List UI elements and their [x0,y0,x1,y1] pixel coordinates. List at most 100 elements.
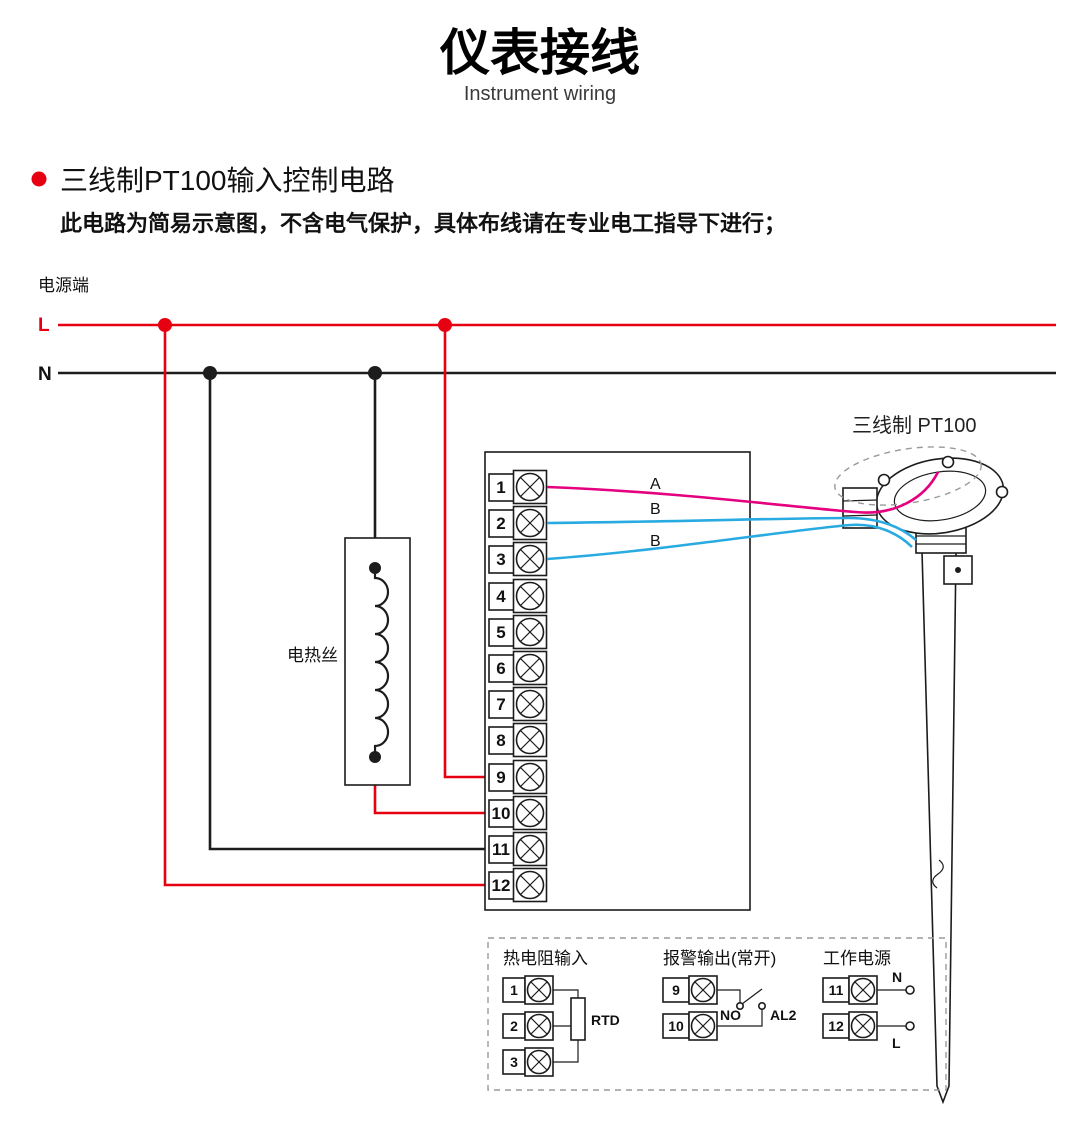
terminal-number: 1 [496,478,505,497]
terminal-row-12: 12 [488,867,548,903]
line-n-label: N [38,364,52,385]
terminal-number: 10 [668,1018,684,1034]
terminal-number: 1 [510,982,518,998]
terminal-row-2: 2 [488,505,548,541]
alarm-contact [757,1001,766,1010]
wire-l-to-terminal12 [163,325,530,887]
terminal-number: 11 [492,840,510,859]
wire-n-to-terminal11 [208,373,530,851]
sensor-cap-screw [877,473,891,487]
alarm-no-label: NO [720,1007,741,1023]
terminal-screw-icon [512,686,548,722]
terminal-screw-icon [848,975,878,1005]
legend-rtd-terminal-3: 3 [502,1047,554,1077]
terminal-number: 5 [496,623,505,642]
sensor-probe [921,550,957,1105]
terminal-number-box [822,977,850,1003]
terminal-row-4: 4 [488,578,548,614]
terminal-screw-icon [524,1047,554,1077]
terminal-screw-icon [512,795,548,831]
legend-rtd-terminal-2: 2 [502,1011,554,1041]
sensor-wire-b1 [546,516,917,541]
junction-dot [203,366,217,380]
section-heading: 三线制PT100输入控制电路 [60,165,395,196]
terminal-screw-icon [512,831,548,867]
junction-dot [368,366,382,380]
terminal-screw-icon [512,722,548,758]
terminal-screw-icon [512,541,548,577]
terminal-number: 3 [496,550,505,569]
legend-supply-terminal-11: 11 [822,975,878,1005]
terminal-row-11: 11 [488,831,548,867]
pt100-sensor [834,446,1009,1105]
page-title: 仪表接线 [439,25,640,81]
wire-label-b1: B [650,501,661,518]
terminal-number-box [488,726,515,755]
terminal-number: 12 [492,876,511,895]
terminal-screw-icon [524,975,554,1005]
terminal-number-box [488,582,515,611]
sensor-wire-a [546,471,940,514]
heater-terminal-dot [369,751,381,763]
legend-rtd-title: 热电阻输入 [503,949,588,968]
terminal-screw-icon [688,1011,718,1041]
terminal-number: 12 [828,1018,844,1034]
terminal-screw-icon [512,759,548,795]
terminal-screw-icon [848,1011,878,1041]
legend-supply-group: 工作电源 11 12 N L [822,949,915,1051]
supply-open-terminal [905,1021,915,1031]
junction-dot [438,318,452,332]
alarm-switch-blade [741,988,763,1005]
legend-alarm-group: 报警输出(常开) 9 10 NO AL2 [662,949,797,1041]
alarm-al2-label: AL2 [770,1007,797,1023]
terminal-screw-icon [512,505,548,541]
supply-n-label: N [892,969,902,985]
sensor-hex-fitting [842,487,878,529]
heater-terminal-dot [369,562,381,574]
section-bullet-icon [31,171,47,187]
alarm-wire-bottom [717,1009,763,1027]
sensor-probe-mark [932,859,944,889]
junction-dot [158,318,172,332]
terminal-screw-icon [524,1011,554,1041]
terminal-row-10: 10 [488,795,548,831]
alarm-contact [735,1001,744,1010]
terminal-number: 6 [496,659,505,678]
terminal-number: 9 [496,768,505,787]
section-note: 此电路为简易示意图，不含电气保护，具体布线请在专业电工指导下进行； [60,211,786,236]
terminal-number: 11 [829,982,844,998]
power-terminal-label: 电源端 [38,276,89,295]
heater-label: 电热丝 [287,646,338,665]
sensor-side-box [943,555,973,585]
sensor-wire-b2 [546,523,913,561]
terminal-number-box [488,690,515,719]
terminal-screw-icon [512,614,548,650]
sensor-label: 三线制 PT100 [852,414,976,437]
rtd-resistor [570,997,586,1041]
terminal-screw-icon [688,975,718,1005]
legend-alarm-terminal-10: 10 [662,1011,718,1041]
legend-supply-title: 工作电源 [823,949,891,968]
legend-rtd-terminal-1: 1 [502,975,554,1005]
terminal-number: 8 [496,731,505,750]
legend-supply-terminal-12: 12 [822,1011,878,1041]
terminal-number-box [662,977,690,1003]
legend-alarm-title: 报警输出(常开) [663,949,776,968]
sensor-head-inner [893,470,987,522]
terminal-screw-icon [512,867,548,903]
terminal-number: 9 [672,982,680,998]
wire-label-b2: B [650,533,661,550]
sensor-cap-dashed-outline [834,446,982,506]
supply-l-label: L [892,1035,901,1051]
terminal-number: 7 [496,695,505,714]
page-subtitle: Instrument wiring [464,83,616,105]
terminal-row-8: 8 [488,722,548,758]
terminal-number: 3 [510,1054,518,1070]
terminal-screw-icon [512,469,548,505]
rtd-wire-top [553,989,579,998]
terminal-number-box [488,799,515,828]
line-l-label: L [38,315,50,336]
rtd-wire-bottom [553,1040,579,1063]
